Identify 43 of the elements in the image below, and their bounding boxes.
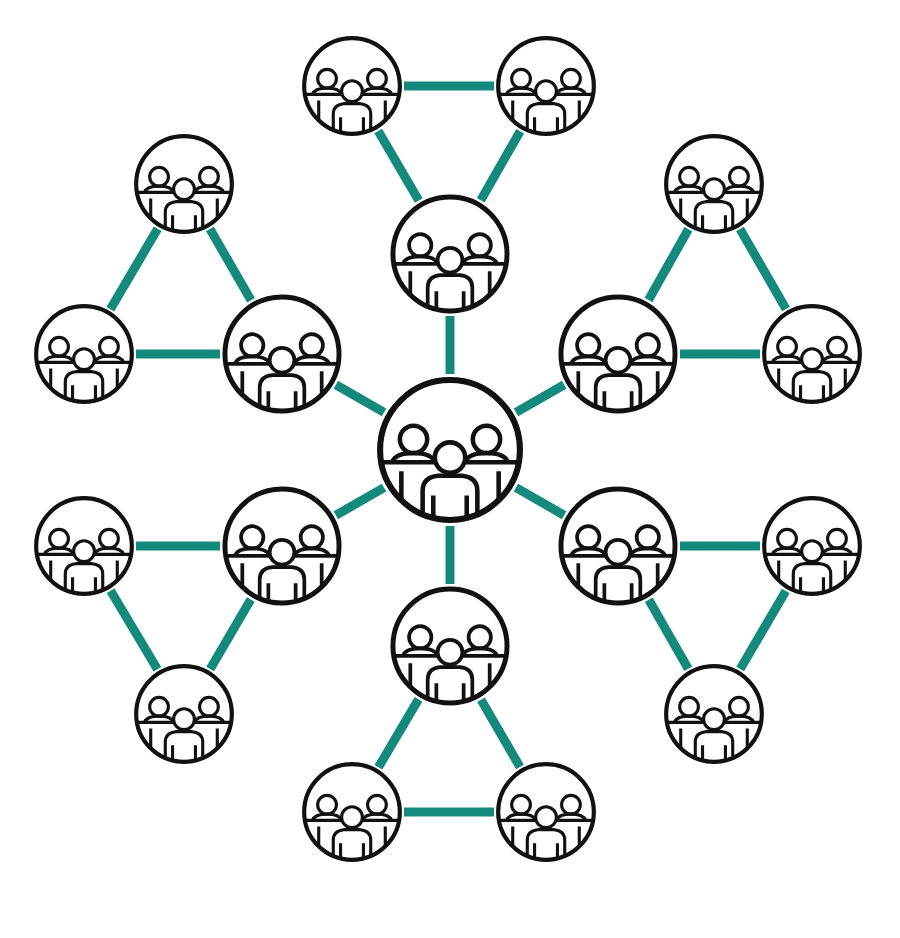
people-group-icon [220,292,344,416]
connector-line [477,697,524,770]
people-group-icon [556,484,680,608]
people-group-icon [388,584,512,708]
connector-line [445,526,455,584]
people-group-icon [760,494,864,598]
people-group-icon [760,302,864,406]
people-group-icon [132,132,236,236]
people-group-icon [300,760,404,864]
connector-line [644,227,693,303]
people-group-icon [388,192,512,316]
connector-line [476,128,525,203]
connector-line [136,541,220,551]
connector-line [106,588,162,672]
connector-line [736,226,790,312]
people-group-icon [494,760,598,864]
connector-line [333,380,387,417]
people-group-icon [132,662,236,766]
connector-line [644,597,693,672]
connector-line [680,349,760,359]
connector-line [374,128,423,203]
connector-line [404,81,494,91]
connector-line [404,807,494,817]
people-group-icon [662,132,766,236]
connector-line [136,349,220,359]
connector-line [206,597,255,672]
connector-line [206,226,255,303]
people-group-icon [32,302,136,406]
connector-line [333,483,387,520]
connector-line [374,697,423,770]
people-group-icon [300,34,404,138]
people-group-icon [556,292,680,416]
people-group-icon [220,484,344,608]
connector-line [445,316,455,374]
people-group-icon [32,494,136,598]
people-group-icon [494,34,598,138]
connector-line [513,483,567,520]
connector-line [680,541,760,551]
connector-line [736,588,790,672]
connector-line [106,226,162,312]
connector-line [513,380,567,417]
people-group-icon [662,662,766,766]
people-group-icon [374,374,526,526]
